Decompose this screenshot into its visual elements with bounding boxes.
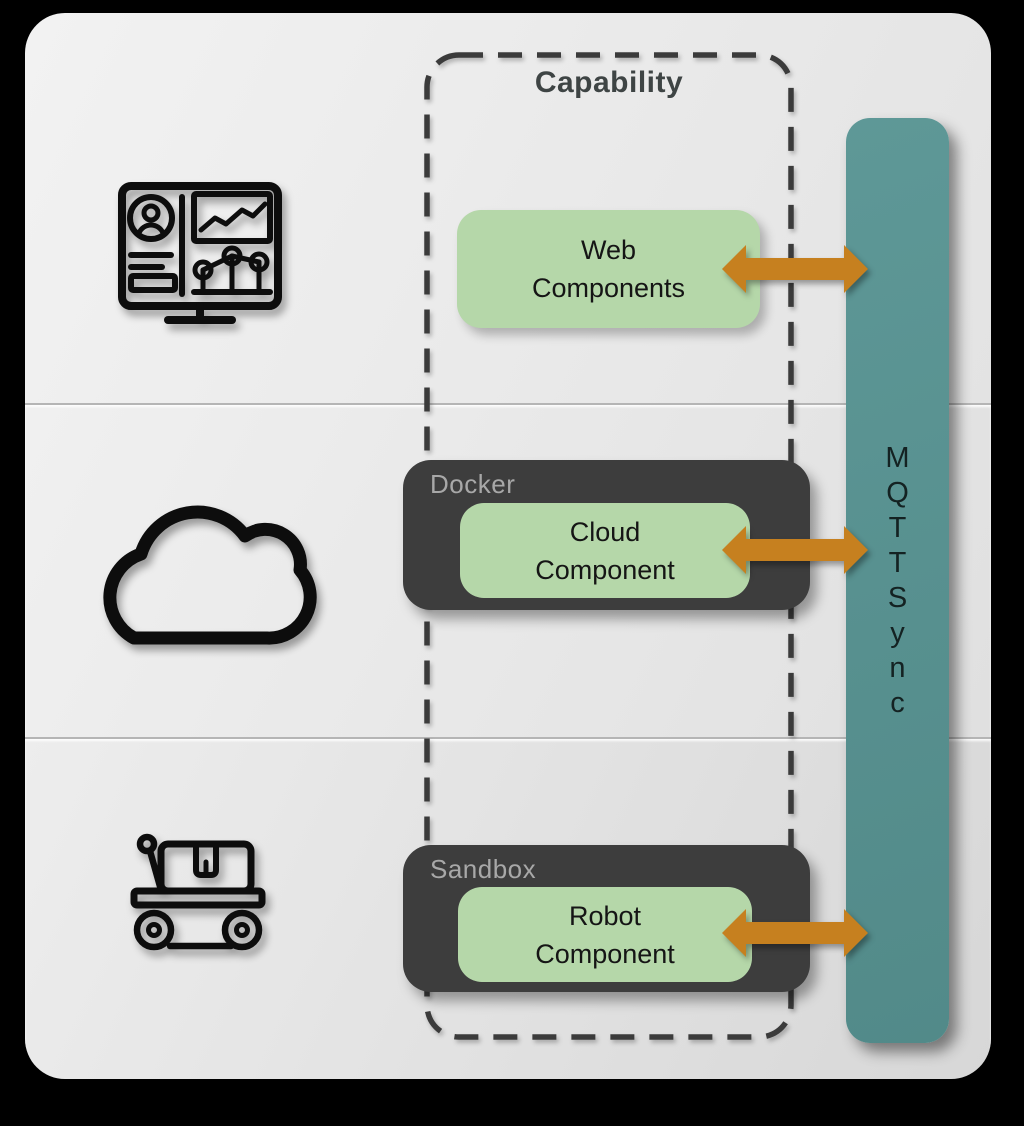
- sandbox-label: Sandbox: [430, 854, 537, 884]
- robot-cart-icon: [130, 830, 266, 958]
- web-components-label: Web Components: [531, 235, 686, 303]
- bus-letter: S: [887, 581, 908, 614]
- bus-letter: M: [885, 441, 910, 474]
- web-row-panel: [25, 13, 991, 403]
- robot-component-box: Robot Component: [458, 887, 752, 982]
- bus-letter: T: [888, 511, 907, 544]
- robot-component-label: Robot Component: [535, 900, 675, 969]
- web-components-box: Web Components: [457, 210, 760, 328]
- bus-letter: n: [889, 651, 906, 684]
- robot-sync-arrow-icon: [722, 907, 868, 959]
- bus-letter: T: [888, 546, 907, 579]
- bus-letter: c: [890, 686, 905, 719]
- capability-group-title: Capability: [534, 66, 684, 99]
- cloud-icon: [62, 480, 338, 660]
- dashboard-monitor-icon: [118, 182, 282, 326]
- bus-letter: Q: [886, 476, 909, 509]
- docker-label: Docker: [430, 469, 516, 499]
- docker-container-box: Docker Cloud Component: [403, 460, 810, 610]
- cloud-component-label: Cloud Component: [535, 516, 675, 585]
- web-sync-arrow-icon: [722, 243, 868, 295]
- cloud-component-box: Cloud Component: [460, 503, 750, 598]
- cloud-sync-arrow-icon: [722, 524, 868, 576]
- bus-letter: y: [890, 616, 905, 649]
